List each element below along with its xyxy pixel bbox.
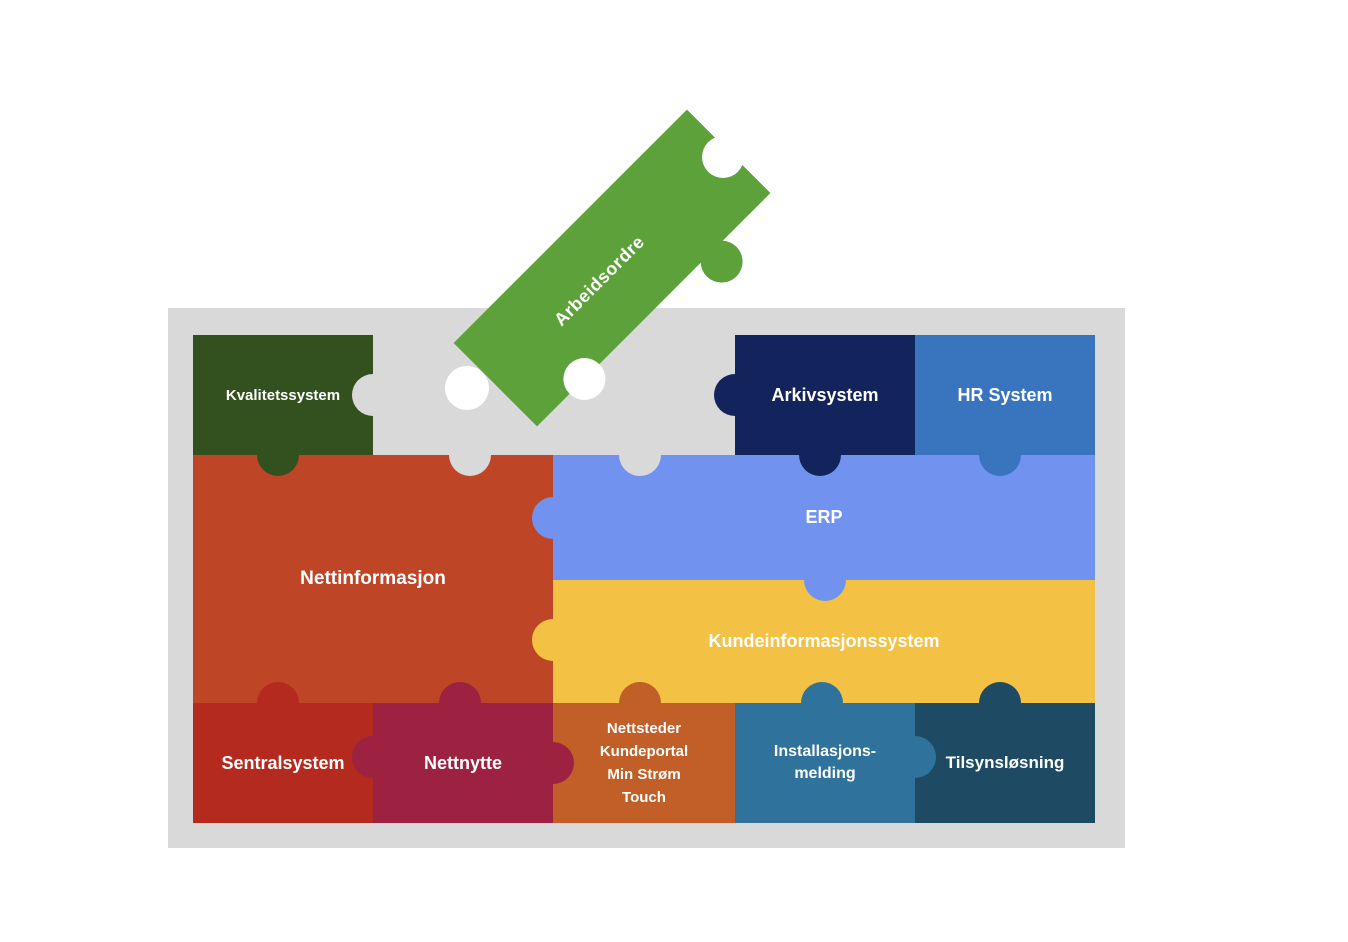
knob-nettsteder-top bbox=[619, 682, 661, 724]
piece-label: Kundeinformasjonssystem bbox=[708, 631, 940, 651]
knob-kundeinformasjonssystem-left bbox=[532, 619, 574, 661]
knob-nettnytte-right bbox=[532, 742, 574, 784]
knob-nettnytte-top bbox=[439, 682, 481, 724]
knob-hr-system-bottom bbox=[979, 434, 1021, 476]
knob-arkivsystem-left bbox=[714, 374, 756, 416]
piece-label: Arbeidsordre bbox=[549, 231, 649, 330]
piece-label: Nettinformasjon bbox=[300, 568, 446, 589]
piece-label-line: Nettsteder bbox=[606, 719, 682, 737]
knob-nettnytte-left bbox=[352, 736, 394, 778]
piece-hr-system: HR System bbox=[915, 335, 1095, 455]
knob-installasjonsmelding-top bbox=[801, 682, 843, 724]
knob-arbeidsordre-bottom bbox=[691, 231, 752, 292]
piece-label: Kvalitetssystem bbox=[225, 386, 341, 404]
knob-kvalitetssystem-bottom bbox=[257, 434, 299, 476]
knob-erp-bottom bbox=[804, 559, 846, 601]
piece-label: Nettnytte bbox=[423, 752, 502, 773]
piece-label-line: melding bbox=[794, 765, 856, 782]
piece-label-line: Kundeportal bbox=[599, 742, 689, 760]
socket-board-empty bbox=[445, 366, 489, 410]
knob-sentralsystem-top bbox=[257, 682, 299, 724]
piece-label: Sentralsystem bbox=[221, 752, 345, 773]
piece-label-line: Installasjons- bbox=[773, 742, 877, 760]
piece-nettinformasjon: Nettinformasjon bbox=[193, 455, 553, 703]
knob-installasjonsmelding-right bbox=[894, 736, 936, 778]
knob-board-into-nettinformasjon bbox=[449, 434, 491, 476]
piece-label: Tilsynsløsning bbox=[945, 753, 1065, 772]
piece-label: ERP bbox=[805, 507, 843, 527]
knob-erp-left bbox=[532, 497, 574, 539]
knob-arkivsystem-bottom bbox=[799, 434, 841, 476]
piece-label: HR System bbox=[957, 384, 1053, 405]
piece-label: Arkivsystem bbox=[771, 384, 879, 405]
socket-arbeidsordre-end bbox=[693, 127, 753, 187]
knob-board-into-erp bbox=[619, 434, 661, 476]
piece-label-line: Touch bbox=[622, 789, 666, 807]
knob-board-into-kvalitetssystem bbox=[352, 374, 394, 416]
knob-tilsynslosning-top bbox=[979, 682, 1021, 724]
piece-label-line: Min Strøm bbox=[607, 766, 681, 783]
